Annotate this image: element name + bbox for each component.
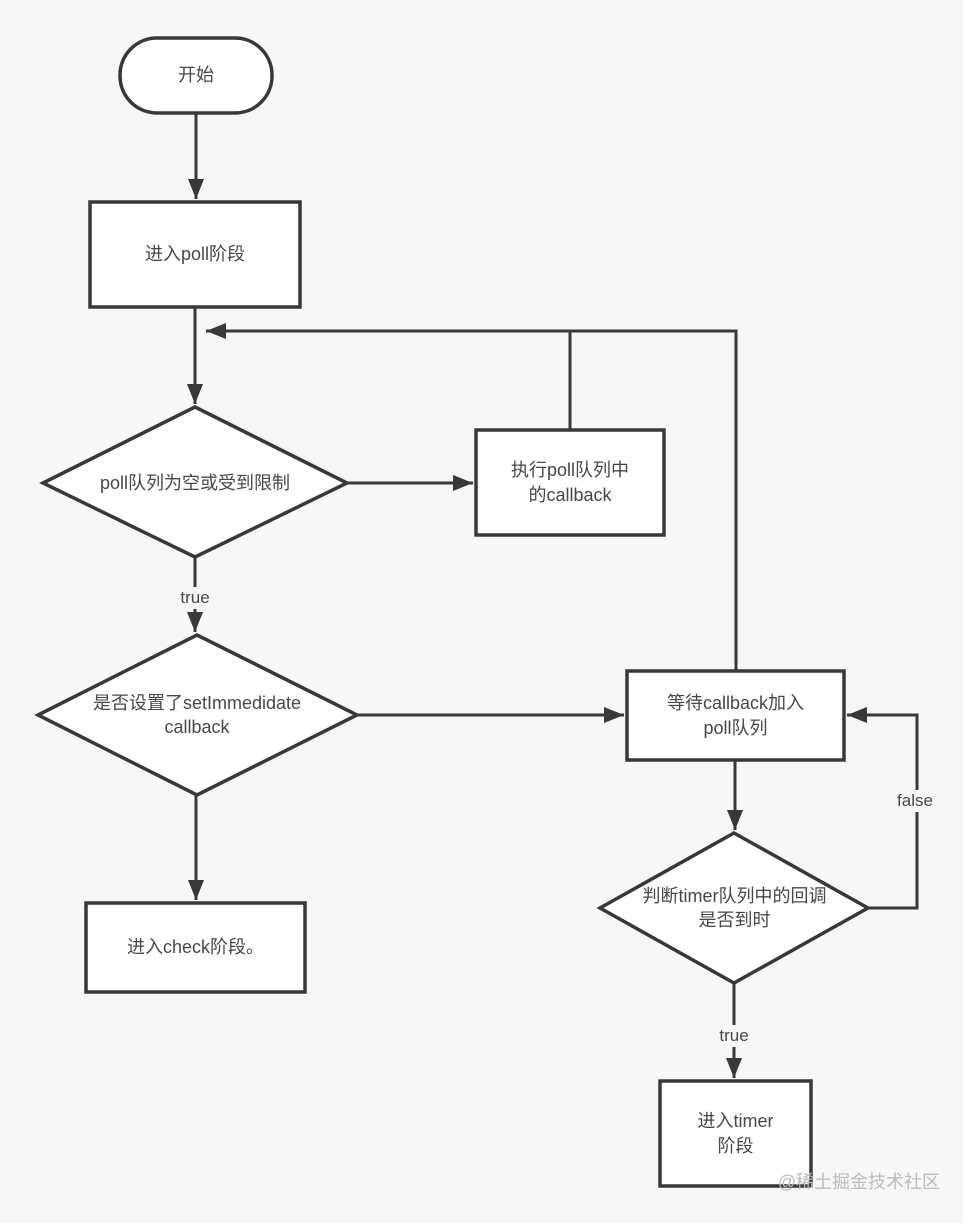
start-label: 开始: [178, 65, 214, 86]
poll-queue-decision-shape: [39, 405, 351, 559]
watermark-text: @稀土掘金技术社区: [777, 1172, 940, 1192]
timer-due-decision-shape: [596, 830, 872, 986]
wait-callback-process-shape: [625, 669, 846, 762]
exec-poll-callback-label: 执行poll队列中 的callback: [510, 460, 630, 505]
enter-check-label: 进入check阶段。: [126, 937, 265, 958]
edge-feedback-to-poll-decision: [206, 323, 738, 671]
wait-callback-label: 等待callback加入 poll队列: [666, 693, 805, 738]
edge-label-true-poll-decision: true: [174, 587, 216, 609]
edge-label-false-timer-decision: false: [891, 790, 939, 812]
enter-timer-label: 进入timer 阶段: [697, 1111, 774, 1156]
enter-check-process-shape: [84, 901, 307, 994]
poll-queue-decision-label: poll队列为空或受到限制: [99, 472, 291, 493]
exec-poll-callback-process-shape: [474, 428, 666, 537]
enter-poll-process-shape: [88, 200, 302, 309]
set-immediate-decision-label: 是否设置了setImmedidate callback: [92, 692, 302, 737]
timer-due-decision-label: 判断timer队列中的回调 是否到时: [642, 885, 827, 930]
edge-label-true-timer-decision: true: [713, 1025, 755, 1047]
set-immediate-decision-shape: [34, 633, 361, 797]
enter-poll-label: 进入poll阶段: [144, 244, 246, 265]
start-terminator-shape: [118, 36, 274, 115]
enter-timer-process-shape: [658, 1079, 813, 1188]
